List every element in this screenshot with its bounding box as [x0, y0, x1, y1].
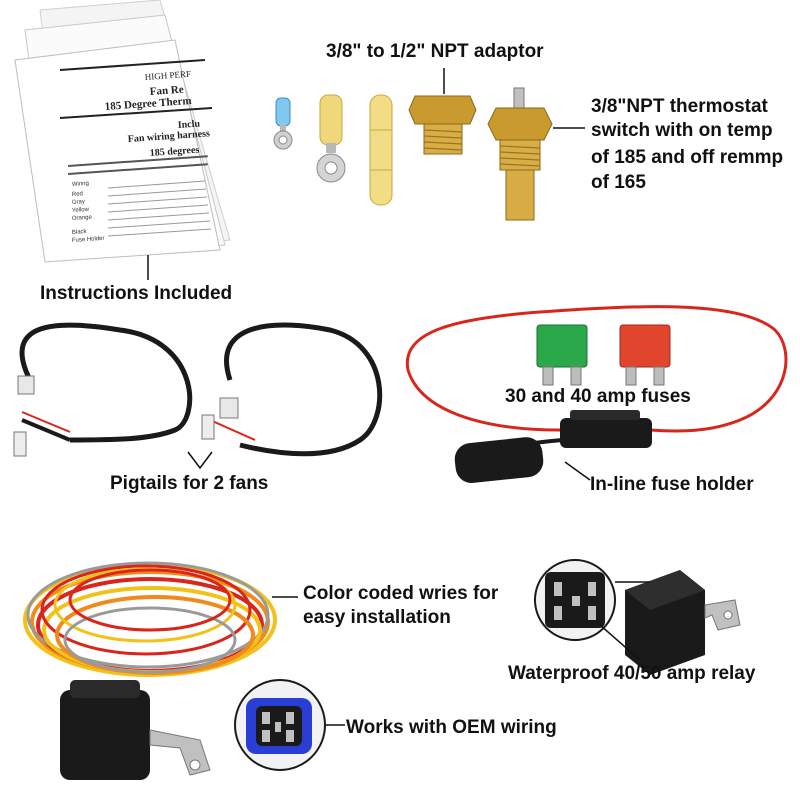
sheet-row-labels: Wiring Red Gray Yellow Orange Black Fuse…	[72, 181, 105, 244]
pigtails-pointer	[187, 451, 213, 470]
sheet-row-1: Red	[72, 191, 83, 198]
fuse-holder-pointer	[564, 461, 591, 481]
relay-label: Waterproof 40/50 amp relay	[508, 663, 756, 684]
sheet-line1: HIGH PERF	[144, 69, 191, 82]
fuse-30-amp	[536, 324, 588, 386]
pigtail-harness-2	[201, 322, 383, 457]
adaptor-label: 3/8" to 1/2" NPT adaptor	[326, 41, 544, 62]
sheet-text-lines	[107, 180, 212, 237]
butt-connector	[369, 94, 393, 206]
sheet-row-5: Black	[72, 229, 88, 236]
harness-relay	[60, 680, 211, 780]
sheet-line2: Fan Re	[149, 84, 184, 98]
waterproof-relay-pinout	[534, 559, 616, 641]
thermostat-switch	[487, 87, 553, 221]
sheet-row-3: Yellow	[72, 207, 90, 214]
wires-label-line1: Color coded wries for	[303, 583, 499, 604]
oem-label: Works with OEM wiring	[346, 717, 557, 738]
npt-adaptor	[408, 95, 477, 155]
sheet-line4: Inclu	[177, 118, 200, 131]
pigtail-harness-1	[13, 322, 193, 457]
ring-terminal-yellow	[316, 94, 346, 183]
sheet-line6: 185 degrees	[149, 145, 199, 159]
thermostat-label-line1: 3/8"NPT thermostat	[591, 96, 768, 117]
fuse-holder-label: In-line fuse holder	[590, 474, 754, 495]
thermostat-label-line4: of 165	[591, 172, 646, 193]
wires-label-line2: easy installation	[303, 607, 451, 628]
fuse-40-amp	[619, 324, 671, 386]
oem-connector	[234, 679, 326, 771]
fuses-label: 30 and 40 amp fuses	[505, 386, 691, 407]
sheet-row-6: Fuse Holder	[72, 236, 105, 244]
instructions-label: Instructions Included	[40, 283, 233, 304]
thermostat-label-line3: of 185 and off remmp	[591, 147, 784, 168]
sheet-body-lines	[68, 155, 208, 175]
thermostat-label-line2: switch with on temp	[591, 120, 773, 141]
sheet-row-0: Wiring	[72, 181, 89, 188]
sheet-row-2: Gray	[72, 199, 85, 206]
inline-fuse-holder	[405, 305, 788, 484]
pigtails-label: Pigtails for 2 fans	[110, 473, 269, 494]
wire-harness-coil	[23, 561, 277, 677]
waterproof-relay	[625, 570, 741, 675]
sheet-row-4: Orange	[72, 215, 93, 222]
ring-terminal-blue	[273, 97, 293, 150]
instruction-sheet: HIGH PERF Fan Re 185 Degree Therm Inclu …	[14, 0, 231, 263]
